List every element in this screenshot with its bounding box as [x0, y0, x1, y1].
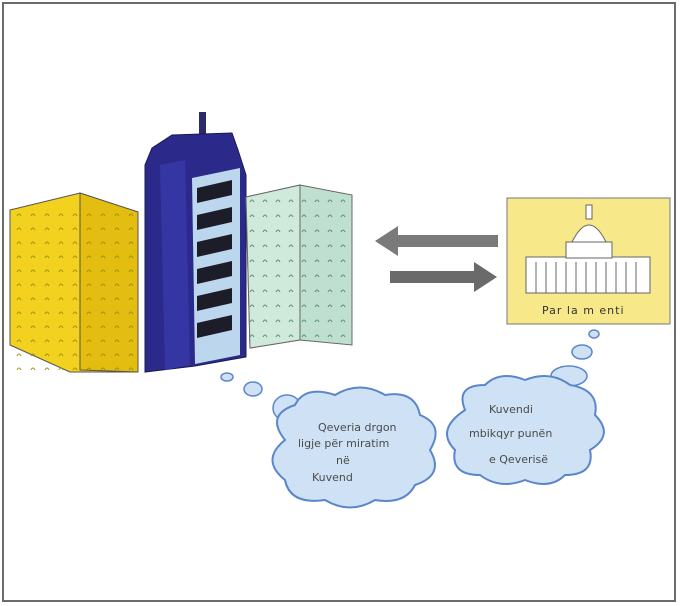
bubble-left-line3: në: [336, 454, 350, 467]
capitol-icon: [525, 204, 651, 294]
parliament-card: Par la m enti: [506, 197, 671, 325]
bubble-right-line3: e Qeverisë: [489, 453, 548, 466]
thought-bubble-left: Qeveria drgon ligje për miratim në Kuven…: [271, 386, 437, 509]
bubble-right-line1: Kuvendi: [489, 403, 533, 416]
bubble-left-line1: Qeveria drgon: [318, 421, 397, 434]
thought-bubble-right: Kuvendi mbikqyr punën e Qeverisë: [446, 375, 605, 485]
bubble-left-line4: Kuvend: [312, 471, 353, 484]
green-building: [245, 184, 353, 349]
bubble-left-line2: ligje për miratim: [298, 437, 389, 450]
bubble-right-line2: mbikqyr punën: [469, 427, 552, 440]
arrow-to-parliament: [390, 262, 497, 292]
arrow-to-buildings: [375, 226, 498, 256]
yellow-building: [9, 192, 139, 373]
navy-building: [144, 112, 247, 373]
parliament-label: Par la m enti: [542, 304, 625, 317]
